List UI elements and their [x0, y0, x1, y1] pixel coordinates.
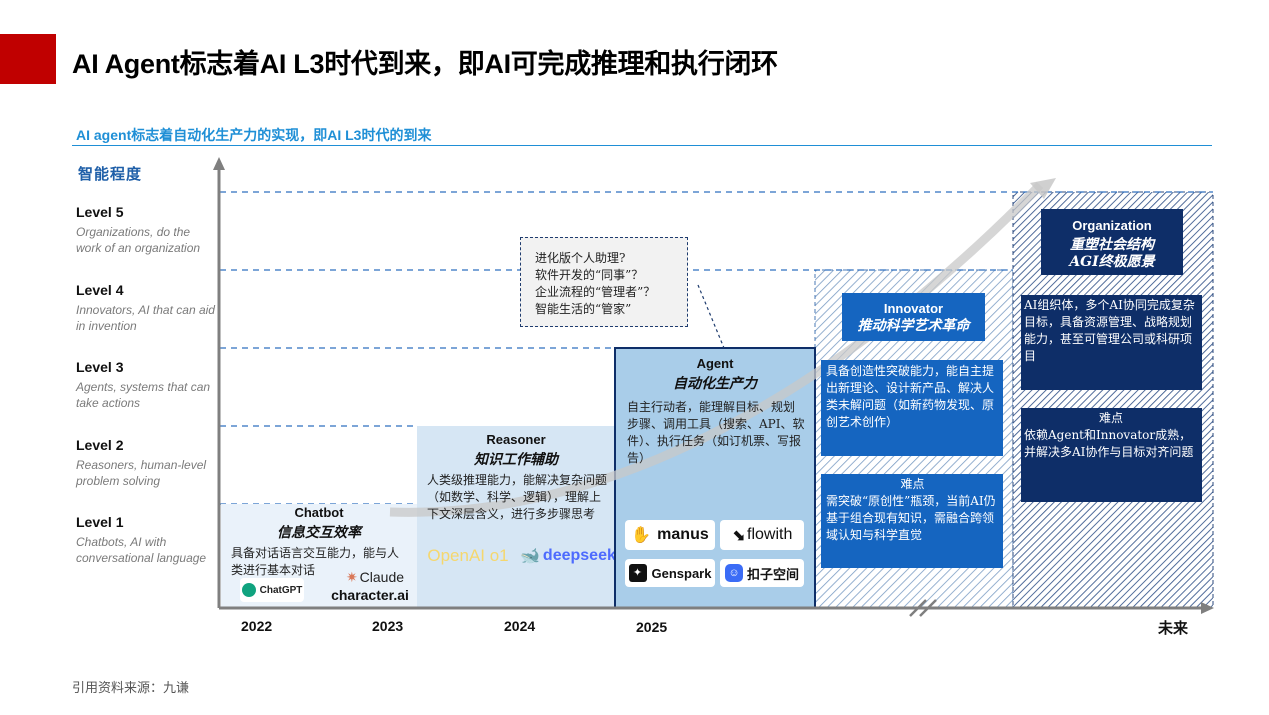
organization-subtitle-2: AGI终极愿景	[1069, 254, 1155, 270]
callout-line-4: 智能生活的“管家”	[535, 302, 632, 316]
level-5: Level 5 Organizations, do the work of an…	[76, 204, 216, 256]
innovator-title: Innovator	[883, 301, 944, 316]
level-2-name: Level 2	[76, 437, 124, 453]
level-5-name: Level 5	[76, 204, 124, 220]
organization-subtitle-1: 重塑社会结构	[1070, 237, 1154, 253]
innovator-difficulty-title: 难点	[900, 477, 925, 491]
genspark-logo: ✦ Genspark	[625, 559, 715, 587]
agent-body: 自主行动者，能理解目标、规划步骤、调用工具（搜索、API、软件）、执行任务（如订…	[627, 400, 805, 465]
agent-callout: 进化版个人助理? 软件开发的“同事”？ 企业流程的“管理者”？ 智能生活的“管家…	[520, 237, 688, 327]
manus-hand-icon: ✋	[631, 527, 652, 544]
character-ai-logo: character.ai	[331, 587, 409, 603]
source-note: 引用资料来源：九谦	[72, 680, 190, 695]
reasoner-subtitle: 知识工作辅助	[474, 452, 558, 468]
organization-difficulty-card: 难点 依赖Agent和Innovator成熟，并解决多AI协作与目标对齐问题	[1021, 408, 1202, 502]
x-axis-break-2	[919, 599, 937, 617]
organization-difficulty-body: 依赖Agent和Innovator成熟，并解决多AI协作与目标对齐问题	[1024, 428, 1194, 459]
organization-title-card: Organization 重塑社会结构 AGI终极愿景	[1041, 209, 1183, 275]
organization-difficulty-title: 难点	[1098, 411, 1123, 425]
deepseek-whale-icon: 🐋	[520, 548, 540, 565]
chatbot-stage: Chatbot 信息交互效率 具备对话语言交互能力，能与人类进行基本对话	[221, 505, 417, 579]
x-axis-arrow	[1201, 602, 1214, 614]
level-2: Level 2 Reasoners, human-level problem s…	[76, 437, 216, 489]
kouzi-icon: ☺	[724, 564, 743, 582]
genspark-icon: ✦	[628, 564, 647, 582]
manus-logo: ✋ manus	[625, 520, 715, 550]
claude-logo: ✷ Claude	[345, 569, 405, 585]
level-1: Level 1 Chatbots, AI with conversational…	[76, 514, 216, 566]
section-subtitle: AI agent标志着自动化生产力的实现，即AI L3时代的到来	[76, 127, 432, 143]
level-1-name: Level 1	[76, 514, 124, 530]
level-5-desc: Organizations, do the work of an organiz…	[76, 225, 201, 255]
level-4-desc: Innovators, AI that can aid in invention	[76, 303, 215, 333]
innovator-difficulty-body: 需突破“原创性”瓶颈，当前AI仍基于组合现有知识，需融合跨领域认知与科学直觉	[826, 494, 996, 542]
y-axis-title: 智能程度	[78, 166, 143, 183]
x-axis-break-1	[909, 599, 927, 617]
agent-subtitle: 自动化生产力	[673, 376, 757, 392]
x-label-2024: 2024	[504, 618, 536, 634]
level-3-desc: Agents, systems that can take actions	[76, 380, 211, 410]
level-3: Level 3 Agents, systems that can take ac…	[76, 359, 216, 411]
x-label-2023: 2023	[372, 618, 404, 634]
callout-connector	[697, 284, 725, 349]
chatgpt-icon	[241, 583, 256, 597]
kouzi-logo: ☺ 扣子空间	[720, 559, 804, 587]
chatbot-title: Chatbot	[294, 505, 344, 520]
innovator-subtitle: 推动科学艺术革命	[857, 318, 970, 334]
callout-line-3: 企业流程的“管理者”？	[535, 285, 656, 299]
reasoner-body: 人类级推理能力，能解决复杂问题（如数学、科学、逻辑），理解上下文深层含义，进行多…	[427, 473, 608, 521]
innovator-difficulty-card: 难点 需突破“原创性”瓶颈，当前AI仍基于组合现有知识，需融合跨领域认知与科学直…	[821, 474, 1003, 568]
callout-line-1: 进化版个人助理?	[535, 251, 626, 265]
level-2-desc: Reasoners, human-level problem solving	[76, 458, 207, 488]
level-1-desc: Chatbots, AI with conversational languag…	[76, 535, 207, 565]
x-label-future: 未来	[1158, 620, 1189, 637]
innovator-body-card: 具备创造性突破能力，能自主提出新理论、设计新产品、解决人类未解问题（如新药物发现…	[821, 360, 1003, 456]
chatbot-subtitle: 信息交互效率	[277, 525, 361, 541]
openai-o1-logo: OpenAI o1	[427, 546, 509, 565]
page-title: AI Agent标志着AI L3时代到来，即AI可完成推理和执行闭环	[72, 49, 778, 79]
agent-stage: Agent 自动化生产力 自主行动者，能理解目标、规划步骤、调用工具（搜索、AP…	[615, 356, 815, 467]
title-accent-bar	[0, 34, 56, 84]
innovator-title-card: Innovator 推动科学艺术革命	[842, 293, 985, 341]
reasoner-stage: Reasoner 知识工作辅助 人类级推理能力，能解决复杂问题（如数学、科学、逻…	[417, 432, 615, 523]
x-label-2022: 2022	[241, 618, 273, 634]
level-3-name: Level 3	[76, 359, 124, 375]
flowith-icon: ⬊	[731, 527, 746, 544]
agent-title: Agent	[696, 356, 734, 371]
flowith-logo: ⬊ flowith	[720, 520, 804, 550]
trend-arrow-head	[1030, 178, 1056, 199]
level-4: Level 4 Innovators, AI that can aid in i…	[76, 282, 216, 334]
reasoner-region	[417, 426, 615, 608]
deepseek-logo: 🐋 deepseek	[520, 547, 614, 565]
subtitle-underline	[72, 145, 1212, 146]
chatgpt-logo: ChatGPT	[240, 578, 304, 602]
y-axis-arrow	[213, 157, 225, 170]
organization-title: Organization	[1072, 218, 1152, 233]
trend-arrow	[389, 181, 1044, 517]
x-label-2025: 2025	[636, 619, 668, 635]
organization-body-card: AI组织体，多个AI协同完成复杂目标，具备资源管理、战略规划能力，甚至可管理公司…	[1021, 295, 1202, 390]
chatbot-body: 具备对话语言交互能力，能与人类进行基本对话	[231, 546, 400, 577]
reasoner-title: Reasoner	[486, 432, 546, 447]
level-4-name: Level 4	[76, 282, 124, 298]
claude-star-icon: ✷	[345, 569, 358, 585]
callout-line-2: 软件开发的“同事”？	[535, 268, 644, 282]
